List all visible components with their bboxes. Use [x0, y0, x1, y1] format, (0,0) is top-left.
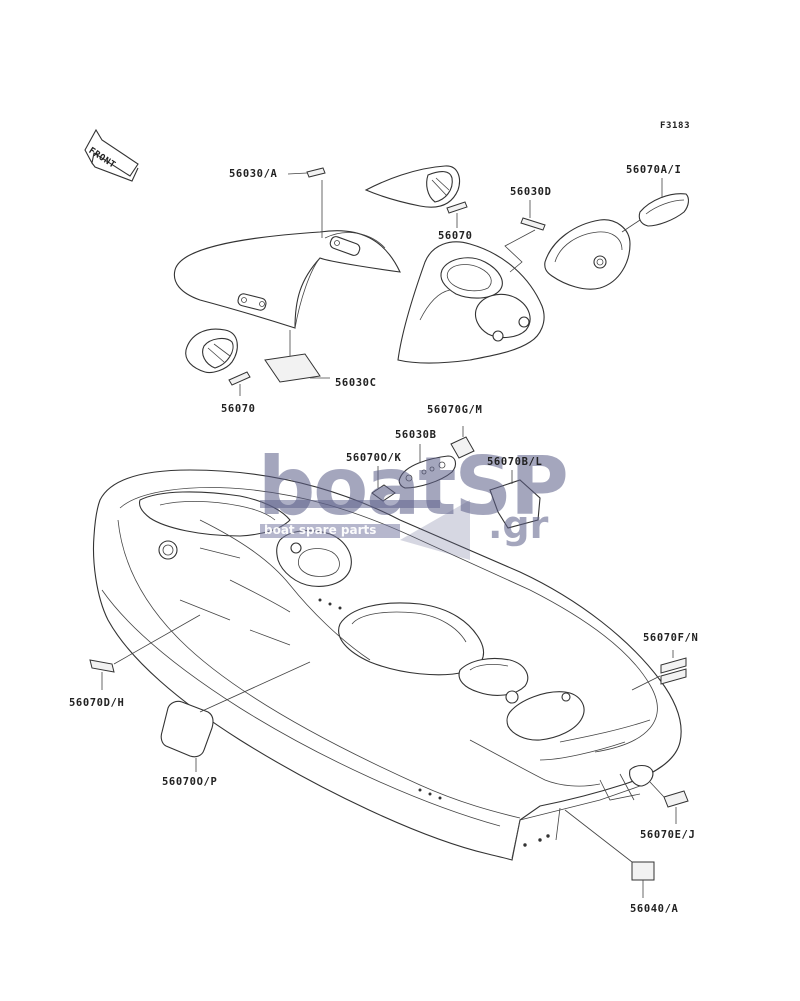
label-56070AI: 56070A/I: [626, 164, 682, 176]
label-56070EJ: 56070E/J: [640, 829, 696, 841]
steering-console-part: [397, 241, 545, 364]
watermark-tld: .gr: [488, 503, 549, 547]
decal-56070OK: [371, 484, 396, 502]
front-arrow-icon: [84, 128, 139, 182]
label-56030D: 56030D: [510, 186, 552, 198]
label-56070OK: 56070O/K: [346, 452, 402, 464]
label-56070-top: 56070: [438, 230, 473, 242]
decal-56070OP: [160, 700, 214, 758]
decal-56070FN: [660, 657, 687, 685]
decal-56070-top: [446, 201, 468, 214]
label-56030C: 56030C: [335, 377, 377, 389]
watermark-tagline: boat spare parts: [264, 523, 377, 537]
glovebox-lid-part: [544, 219, 631, 290]
decal-56030D: [520, 217, 546, 231]
label-56070-left: 56070: [221, 403, 256, 415]
decal-56070EJ: [663, 790, 689, 808]
label-56070DH: 56070D/H: [69, 697, 125, 709]
decal-56040A: [631, 861, 655, 881]
side-mirror-part-right: [364, 165, 461, 208]
hull-body: [92, 469, 682, 861]
decal-56070DH: [89, 659, 115, 673]
handle-cover-part: [638, 193, 689, 227]
rear-seat-part: [173, 230, 401, 329]
decal-56070GM: [450, 436, 475, 459]
label-56070GM: 56070G/M: [427, 404, 483, 416]
decal-56070-left: [228, 371, 251, 386]
decal-56030C: [264, 353, 321, 383]
label-56030B: 56030B: [395, 429, 437, 441]
side-mirror-part-left: [185, 328, 238, 374]
label-56030A: 56030/A: [229, 168, 278, 180]
watermark-logo: [260, 500, 470, 560]
label-56070BL: 56070B/L: [487, 456, 543, 468]
decal-56030A: [306, 167, 326, 178]
label-56070FN: 56070F/N: [643, 632, 699, 644]
label-56040A: 56040/A: [630, 903, 679, 915]
watermark-brand: boatSP: [258, 440, 569, 533]
decal-56070BL: [489, 479, 541, 529]
label-56070OP: 56070O/P: [162, 776, 218, 788]
decal-56030B: [398, 455, 457, 489]
diagram-code: F3183: [660, 121, 691, 131]
